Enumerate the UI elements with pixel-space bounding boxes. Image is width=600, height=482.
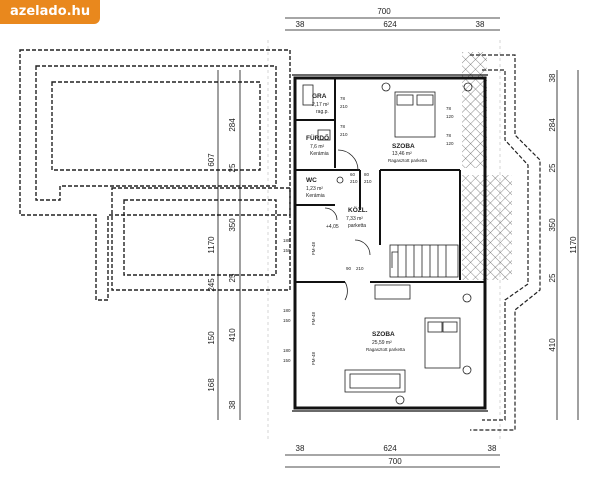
dim-right-25b: 25 — [548, 273, 557, 282]
label-left-150b: 150 — [283, 318, 291, 323]
room-wc-floor: Kerámia — [306, 193, 325, 199]
dim-top-left-wall: 38 — [296, 20, 305, 29]
label-hall-210b: 210 — [356, 266, 364, 271]
room-hall-name: KÖZL. — [348, 205, 368, 214]
label-wc-210: 210 — [350, 179, 358, 184]
room-bathroom-name: FÜRDŐ — [306, 133, 329, 142]
wardrobe — [302, 84, 314, 106]
terrace-hatch — [462, 52, 512, 280]
dim-bottom-right-wall: 38 — [488, 444, 497, 453]
opening-labels: 78 210 78 210 60 210 80 210 90 210 78 12… — [283, 96, 454, 365]
dim-top-right-wall: 38 — [476, 20, 485, 29]
label-win1-78: 78 — [446, 106, 452, 111]
dim-right-total: 1170 — [569, 236, 578, 254]
label-left-180b: 180 — [283, 308, 291, 313]
label-fm2: FM-48 — [311, 312, 316, 325]
staircase — [389, 244, 459, 278]
dim-left-245: 245 — [207, 278, 216, 292]
label-bath-78: 78 — [340, 124, 346, 129]
label-win2-78: 78 — [446, 133, 452, 138]
dim-right-410: 410 — [548, 338, 557, 352]
bed-upper — [394, 91, 436, 138]
dim-left-25b: 25 — [228, 273, 237, 282]
label-hall-90: 90 — [346, 266, 352, 271]
heating-loops — [19, 49, 291, 301]
room-wc-area: 1,23 m² — [306, 186, 323, 192]
dim-left-25a: 25 — [228, 163, 237, 172]
label-win2-120: 120 — [446, 141, 454, 146]
desk — [374, 284, 411, 300]
dim-top-inner: 624 — [383, 20, 397, 29]
dim-left-350: 350 — [228, 218, 237, 232]
room-gardrobe-floor: rag.p. — [316, 109, 329, 115]
room-gardrobe-name: GRA — [312, 93, 327, 100]
room-wc-name: WC — [306, 177, 317, 184]
room-bedroom1-floor: Ragasztott parketta — [388, 158, 428, 163]
interior-walls — [295, 78, 485, 283]
dim-left-total: 1170 — [207, 236, 216, 254]
right-terrace-outline — [470, 54, 541, 431]
sofa — [344, 369, 406, 393]
label-gra-210: 210 — [340, 104, 348, 109]
watermark-badge: azelado.hu — [0, 0, 101, 24]
toilet — [336, 176, 344, 184]
room-bathroom-area: 7,6 m² — [310, 144, 325, 150]
room-bedroom2-name: SZOBA — [372, 331, 395, 338]
label-left-180a: 180 — [283, 238, 291, 243]
room-gardrobe-area: 2,17 m² — [312, 102, 329, 108]
label-fm1: FM-48 — [311, 242, 316, 255]
doors — [324, 149, 371, 301]
room-hall-area: 7,33 m² — [346, 216, 363, 222]
dim-left-607: 607 — [207, 153, 216, 167]
dim-left-284: 284 — [228, 118, 237, 132]
dim-right-284: 284 — [548, 118, 557, 132]
dim-left-410: 410 — [228, 328, 237, 342]
dim-top-total: 700 — [377, 7, 391, 16]
dimension-lines — [217, 17, 579, 468]
dim-right-25a: 25 — [548, 163, 557, 172]
room-hall-floor: parketta — [348, 223, 366, 229]
label-fm3: FM-48 — [311, 352, 316, 365]
dim-bottom-left-wall: 38 — [296, 444, 305, 453]
sink — [317, 129, 331, 141]
label-bath-210: 210 — [340, 132, 348, 137]
dim-bottom-inner: 624 — [383, 444, 397, 453]
label-hall-210: 210 — [364, 179, 372, 184]
room-bedroom1-name: SZOBA — [392, 143, 415, 150]
room-bedroom1-area: 13,46 m² — [392, 151, 412, 157]
label-win1-120: 120 — [446, 114, 454, 119]
walls — [292, 74, 488, 412]
label-gra-78: 78 — [340, 96, 346, 101]
dim-left-38: 38 — [228, 400, 237, 409]
furniture — [302, 82, 473, 405]
label-left-180c: 180 — [283, 348, 291, 353]
room-bedroom2-area: 25,59 m² — [372, 340, 392, 346]
hall-level-mark: +4,05 — [326, 224, 339, 230]
room-bedroom2-floor: Ragasztott parketta — [366, 347, 406, 352]
dim-right-38: 38 — [548, 73, 557, 82]
label-left-150c: 150 — [283, 358, 291, 363]
dim-left-150: 150 — [207, 331, 216, 345]
bed-lower — [424, 317, 461, 369]
dim-bottom-total: 700 — [388, 457, 402, 466]
dim-right-350: 350 — [548, 218, 557, 232]
label-hall-80: 80 — [364, 172, 370, 177]
dim-left-168: 168 — [207, 378, 216, 392]
label-wc-60: 60 — [350, 172, 356, 177]
label-left-150a: 150 — [283, 248, 291, 253]
room-bathroom-floor: Kerámia — [310, 151, 329, 157]
